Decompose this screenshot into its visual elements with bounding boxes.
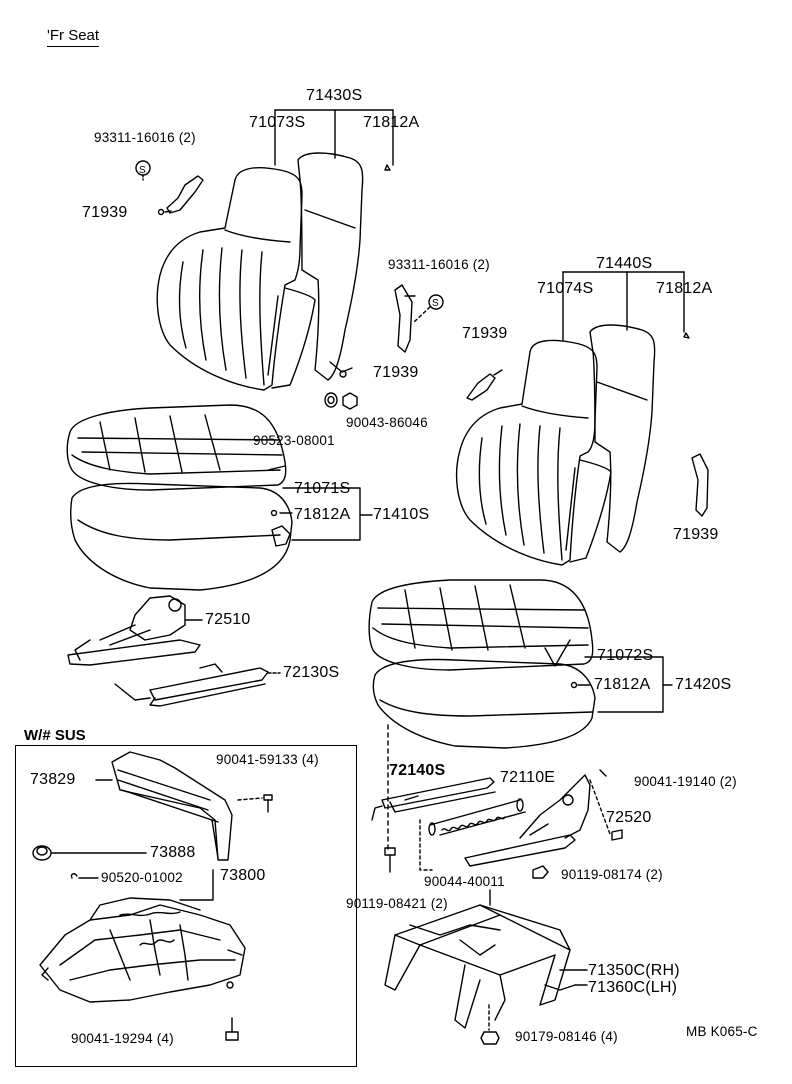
label-71440S: 71440S: [596, 255, 653, 272]
bolt-90041-19294: [225, 1017, 239, 1041]
seat-cushion-left: [66, 404, 287, 491]
label-71939-4: 71939: [673, 526, 719, 543]
label-93311-16016-1: 93311-16016 (2): [94, 130, 196, 145]
label-71939-2: 71939: [373, 364, 419, 381]
label-72130S: 72130S: [283, 664, 340, 681]
bolt-90041-19140: [589, 769, 623, 841]
suspension-73800: [39, 897, 246, 1003]
label-71360C: 71360C(LH): [588, 979, 678, 996]
seat-track-72130S: [114, 663, 269, 707]
label-90044-40011: 90044-40011: [424, 874, 505, 889]
svg-text:S: S: [432, 298, 439, 309]
bolt-90119-08174: [532, 865, 549, 879]
label-71073S: 71073S: [249, 114, 306, 131]
label-71939-1: 71939: [82, 204, 128, 221]
screw-90041-59133: [237, 794, 273, 813]
label-71410S: 71410S: [373, 506, 430, 523]
seat-adjuster-72510: [67, 595, 201, 666]
label-90119-08174: 90119-08174 (2): [561, 867, 663, 882]
diagram-title: 'Fr Seat: [47, 27, 100, 47]
label-71812A-4: 71812A: [594, 676, 651, 693]
bracket-71939-right-upper: [466, 369, 503, 401]
label-71350C: 71350C(RH): [588, 962, 680, 979]
label-73888: 73888: [150, 844, 196, 861]
footer-code: MB K065-C: [686, 1024, 758, 1039]
seat-frame-71350C: [384, 889, 576, 1029]
label-90043-86046: 90043-86046: [346, 415, 428, 430]
label-71939-3: 71939: [462, 325, 508, 342]
label-71430S: 71430S: [306, 87, 363, 104]
seat-cushion-right: [368, 579, 594, 671]
label-71074S: 71074S: [537, 280, 594, 297]
label-90041-59133: 90041-59133 (4): [216, 752, 319, 767]
label-73800: 73800: [220, 867, 266, 884]
label-71072S: 71072S: [597, 647, 654, 664]
label-73829: 73829: [30, 771, 76, 788]
knob-73888: [32, 845, 52, 861]
sus-section-title: W/# SUS: [24, 727, 86, 744]
bolt-90119-08421: [384, 847, 396, 873]
sus-section-box: [15, 745, 357, 1067]
bolt-90179-08146: [480, 1031, 500, 1045]
seat-cushion-frame-right: [372, 658, 596, 749]
seat-back-right-front: [455, 339, 612, 566]
label-90119-08421: 90119-08421 (2): [346, 896, 448, 911]
label-72520: 72520: [606, 809, 652, 826]
label-71420S: 71420S: [675, 676, 732, 693]
seat-back-left-front: [156, 167, 316, 391]
spring-72110E: [428, 798, 526, 836]
seat-back-left-rear: [297, 152, 364, 381]
screw-s-icon-2: [428, 294, 444, 310]
label-90520-01002: 90520-01002: [101, 870, 183, 885]
label-71812A-2: 71812A: [656, 280, 713, 297]
label-93311-16016-2: 93311-16016 (2): [388, 257, 490, 272]
bracket-71939-left: [157, 175, 204, 216]
label-90179-08146: 90179-08146 (4): [515, 1029, 618, 1044]
label-72140S: 72140S: [389, 762, 446, 779]
sus-cover-73829: [111, 751, 233, 861]
seat-cushion-frame-left: [70, 482, 293, 591]
slide-rail-72140S: [371, 777, 496, 821]
label-71812A-3: 71812A: [294, 506, 351, 523]
nut-90523: [324, 392, 338, 408]
label-72110E: 72110E: [500, 769, 556, 786]
label-90041-19140: 90041-19140 (2): [634, 774, 737, 789]
label-71812A-1: 71812A: [363, 114, 420, 131]
svg-text:S: S: [139, 165, 146, 176]
nut-90043: [342, 392, 358, 410]
bracket-71939-center: [394, 284, 416, 353]
label-90041-19294: 90041-19294 (4): [71, 1031, 174, 1046]
label-90523-08001: 90523-08001: [253, 433, 335, 448]
seat-back-right-rear: [589, 324, 656, 553]
label-71071S: 71071S: [294, 480, 351, 497]
label-72510: 72510: [205, 611, 251, 628]
recliner-72520: [464, 774, 591, 867]
bracket-71939-right-lower: [691, 453, 709, 517]
